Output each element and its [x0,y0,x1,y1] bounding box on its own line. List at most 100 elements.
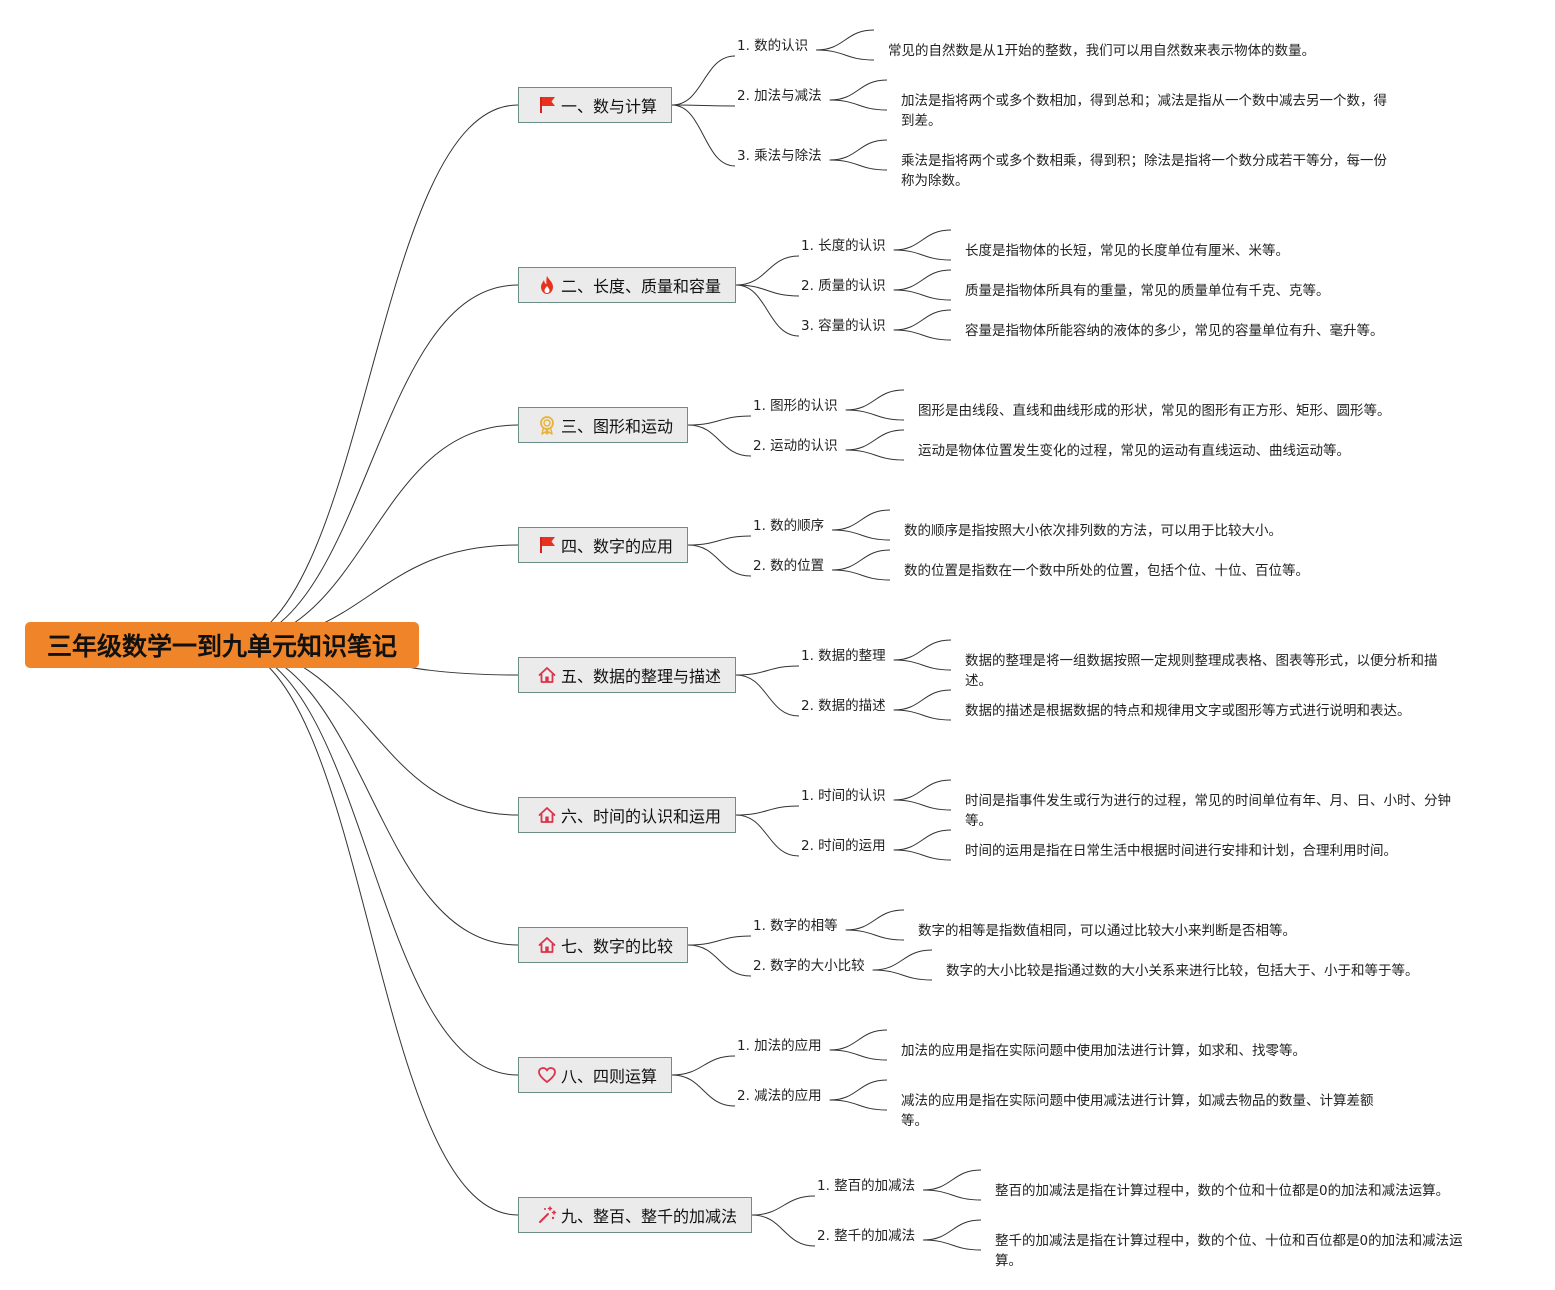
connector-line [735,284,800,337]
note-number-equality: 数字的相等是指数值相同，可以通过比较大小来判断是否相等。 [918,923,1296,939]
connector-line [751,1214,816,1247]
connector-line [893,289,952,301]
connector-line [893,709,952,721]
subtopic-data-organizing[interactable]: 1. 数据的整理 [801,648,886,664]
connector-line [893,269,952,291]
connector-line [893,779,952,801]
connector-line [872,949,933,971]
connector-line [832,549,891,571]
note-whole-hundreds: 整百的加减法是指在计算过程中，数的个位和十位都是0的加法和减法运算。 [995,1183,1450,1199]
unit-8-four-operations[interactable]: 八、四则运算 [518,1057,672,1093]
connector-line [829,1079,888,1101]
connector-line [221,644,519,1076]
flame-icon [537,275,557,295]
subtopic-whole-hundreds[interactable]: 1. 整百的加减法 [817,1178,916,1194]
unit-9-hundreds-thousands-arithmetic[interactable]: 九、整百、整千的加减法 [518,1197,752,1233]
connector-line [735,284,800,297]
subtopic-data-describing[interactable]: 2. 数据的描述 [801,698,886,714]
unit-5-data-organization[interactable]: 五、数据的整理与描述 [518,657,736,693]
subtopic-addition-application[interactable]: 1. 加法的应用 [737,1038,822,1054]
subtopic-capacity[interactable]: 3. 容量的认识 [801,318,886,334]
unit-label: 三、图形和运动 [561,417,674,436]
unit-3-shapes-and-motion[interactable]: 三、图形和运动 [518,407,688,443]
subtopic-motion[interactable]: 2. 运动的认识 [753,438,838,454]
connector-line [829,1029,888,1051]
subtopic-time-usage[interactable]: 2. 时间的运用 [801,838,886,854]
connector-line [829,1099,888,1111]
subtopic-whole-thousands[interactable]: 2. 整千的加减法 [817,1228,916,1244]
note-motion: 运动是物体位置发生变化的过程，常见的运动有直线运动、曲线运动等。 [918,443,1350,459]
connector-line [671,104,736,107]
subtopic-place-value[interactable]: 2. 数的位置 [753,558,825,574]
subtopic-size-comparison[interactable]: 2. 数字的大小比较 [753,958,865,974]
note-subtraction-application: 减法的应用是指在实际问题中使用减法进行计算，如减去物品的数量、计算差额等。 [901,1093,1374,1129]
unit-label: 二、长度、质量和容量 [561,277,722,296]
connector-line [671,55,736,106]
note-size-comparison: 数字的大小比较是指通过数的大小关系来进行比较，包括大于、小于和等于等。 [946,963,1419,979]
connector-line [221,424,519,646]
note-data-organizing: 数据的整理是将一组数据按照一定规则整理成表格、图表等形式，以便分析和描述。 [965,653,1438,689]
connector-line [829,99,888,111]
house-icon [537,935,557,955]
heart-icon [537,1065,557,1085]
connector-line [872,969,933,981]
subtopic-length[interactable]: 1. 长度的认识 [801,238,886,254]
connector-line [893,689,952,711]
connector-line [923,1189,982,1201]
connector-line [832,529,891,541]
red-flag-icon [537,95,557,115]
connector-line [735,814,800,857]
connector-line [735,674,800,717]
note-addition-application: 加法的应用是指在实际问题中使用加法进行计算，如求和、找零等。 [901,1043,1306,1059]
connector-line [845,909,905,931]
note-place-value: 数的位置是指数在一个数中所处的位置，包括个位、十位、百位等。 [904,563,1309,579]
note-addition-subtraction: 加法是指将两个或多个数相加，得到总和；减法是指从一个数中减去另一个数，得到差。 [901,93,1387,129]
subtopic-subtraction-application[interactable]: 2. 减法的应用 [737,1088,822,1104]
connector-line [893,829,952,851]
subtopic-multiplication-division[interactable]: 3. 乘法与除法 [737,148,822,164]
connector-line [893,799,952,811]
connector-line [829,159,888,171]
unit-1-number-and-calculation[interactable]: 一、数与计算 [518,87,672,123]
house-icon [537,805,557,825]
unit-2-length-mass-capacity[interactable]: 二、长度、质量和容量 [518,267,736,303]
connector-line [832,569,891,581]
note-whole-thousands: 整千的加减法是指在计算过程中，数的个位、十位和百位都是0的加法和减法运算。 [995,1233,1463,1269]
connector-line [845,409,905,421]
connector-line [923,1169,982,1191]
root-topic[interactable]: 三年级数学一到九单元知识笔记 [25,622,419,668]
connector-line [829,139,888,161]
note-time-recognition: 时间是指事件发生或行为进行的过程，常见的时间单位有年、月、日、小时、分钟等。 [965,793,1451,829]
note-number-order: 数的顺序是指按照大小依次排列数的方法，可以用于比较大小。 [904,523,1282,539]
connector-line [923,1239,982,1251]
subtopic-number-equality[interactable]: 1. 数字的相等 [753,918,838,934]
unit-7-number-comparison[interactable]: 七、数字的比较 [518,927,688,963]
subtopic-shapes[interactable]: 1. 图形的认识 [753,398,838,414]
connector-line [845,429,905,451]
connector-line [221,644,519,816]
connector-line [893,849,952,861]
note-data-describing: 数据的描述是根据数据的特点和规律用文字或图形等方式进行说明和表达。 [965,703,1411,719]
subtopic-time-recognition[interactable]: 1. 时间的认识 [801,788,886,804]
subtopic-number-order[interactable]: 1. 数的顺序 [753,518,825,534]
connector-line [751,1195,816,1216]
unit-4-number-application[interactable]: 四、数字的应用 [518,527,688,563]
connector-line [829,1049,888,1061]
connector-line [687,935,752,946]
connector-line [221,644,519,946]
connector-line [221,104,519,646]
connector-line [221,644,519,1216]
connector-line [816,49,875,61]
subtopic-mass[interactable]: 2. 质量的认识 [801,278,886,294]
red-flag-icon [537,535,557,555]
subtopic-number-recognition[interactable]: 1. 数的认识 [737,38,809,54]
unit-6-time[interactable]: 六、时间的认识和运用 [518,797,736,833]
connector-line [671,104,736,167]
connector-line [845,449,905,461]
connector-line [687,544,752,577]
connector-line [845,389,905,411]
connector-line [893,659,952,671]
note-capacity: 容量是指物体所能容纳的液体的多少，常见的容量单位有升、毫升等。 [965,323,1384,339]
unit-label: 七、数字的比较 [561,937,674,956]
subtopic-addition-subtraction[interactable]: 2. 加法与减法 [737,88,822,104]
